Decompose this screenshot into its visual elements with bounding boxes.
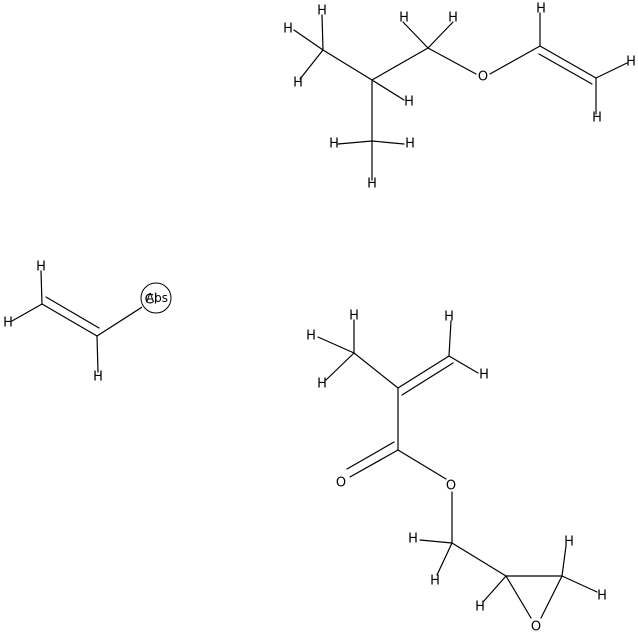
bond — [346, 441, 395, 470]
bond — [397, 449, 447, 480]
bond — [436, 542, 453, 576]
bond — [45, 296, 100, 329]
atom-label: H — [626, 55, 636, 70]
atom-label: H — [448, 11, 458, 26]
atom-label: Cl — [145, 293, 158, 308]
bond — [538, 53, 593, 85]
bond — [96, 301, 151, 337]
stereo-abs-label: Abs — [146, 291, 168, 305]
molecule-isobutyl-vinyl-ether: H H H H H H H O H H H H H — [283, 2, 636, 192]
bond — [397, 355, 450, 389]
bond — [451, 542, 507, 577]
atom-label: H — [317, 4, 327, 19]
bond — [293, 29, 324, 51]
atom-label: H — [597, 589, 607, 604]
stereo-abs-circle — [140, 282, 172, 314]
bond — [505, 575, 532, 619]
atom-label: H — [36, 260, 46, 275]
atom-label: O — [336, 476, 346, 491]
atom-label: H — [283, 22, 293, 37]
bond — [539, 45, 597, 79]
bond — [561, 575, 598, 593]
bond — [11, 303, 43, 322]
atom-label: H — [293, 76, 303, 91]
bond — [371, 79, 405, 101]
atom-label: H — [306, 329, 316, 344]
atom-label: H — [3, 316, 13, 331]
bond — [427, 47, 477, 75]
bond — [419, 539, 453, 544]
bond — [427, 21, 454, 49]
atom-label: H — [430, 574, 440, 589]
bond — [325, 352, 355, 381]
bond — [40, 270, 43, 305]
atom-label: O — [478, 70, 488, 85]
bond — [353, 352, 399, 389]
atom-label: H — [592, 111, 602, 126]
atom-label: H — [536, 2, 546, 17]
bond — [337, 140, 373, 145]
bond — [317, 336, 355, 354]
bond — [96, 335, 99, 373]
atom-label: H — [317, 377, 327, 392]
atom-label: H — [404, 95, 414, 110]
bond — [321, 14, 324, 51]
bond — [299, 49, 324, 80]
atom-label: H — [349, 309, 359, 324]
bond — [402, 21, 429, 49]
bond — [540, 575, 563, 619]
atom-label: H — [329, 137, 339, 152]
atom-label: O — [446, 479, 456, 494]
atom-label: H — [444, 310, 454, 325]
atom-label: H — [408, 532, 418, 547]
bond — [448, 320, 452, 357]
atom-label: H — [475, 600, 485, 615]
bond — [595, 62, 628, 79]
bond — [448, 355, 479, 374]
molecule-glycidyl-methacrylate: H H H H H O O H H H H H O — [306, 309, 607, 635]
bond — [371, 140, 405, 145]
bond — [349, 449, 399, 478]
atom-label: H — [399, 11, 409, 26]
bond — [41, 303, 98, 337]
bond — [489, 45, 541, 75]
molecule-vinyl-chloride: H H H Cl Abs — [3, 260, 172, 385]
bond — [482, 575, 507, 603]
atom-label: H — [405, 137, 415, 152]
bond — [561, 545, 567, 577]
atom-label: H — [367, 177, 377, 192]
bond — [371, 47, 429, 81]
atom-label: O — [531, 620, 541, 635]
atom-label: H — [564, 535, 574, 550]
bond — [322, 49, 373, 81]
atom-label: H — [93, 370, 103, 385]
bond — [401, 362, 454, 396]
atom-label: H — [479, 368, 489, 383]
